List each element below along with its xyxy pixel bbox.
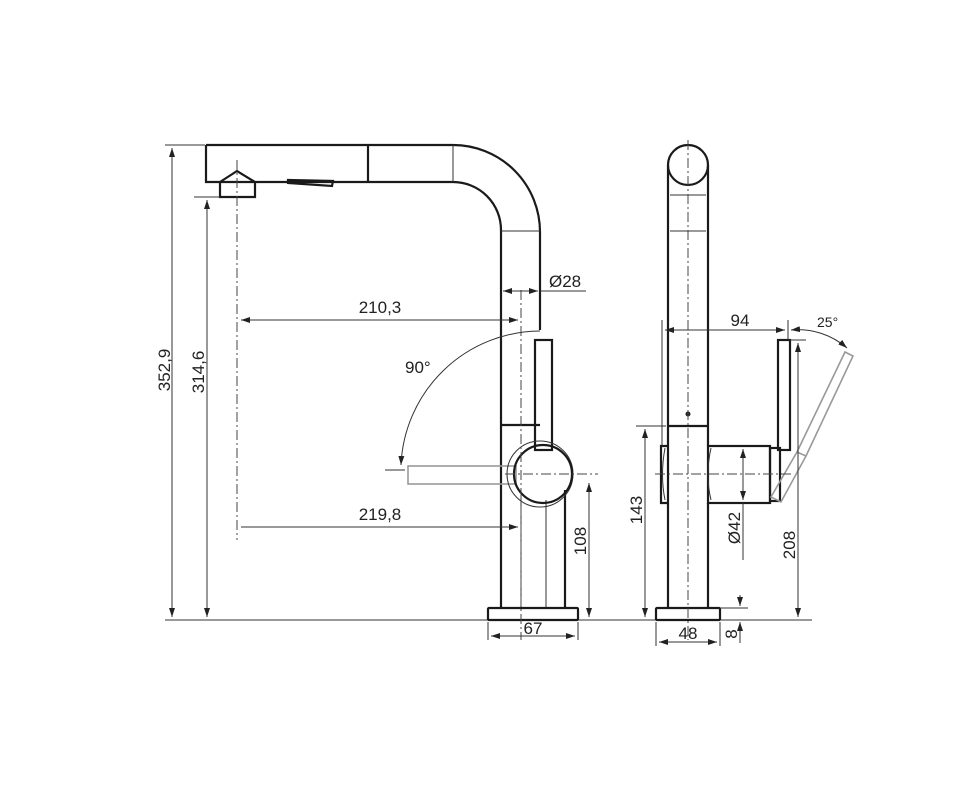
dim-lever-offset: 94 — [731, 311, 750, 330]
lever-rotated — [407, 465, 517, 485]
drawing-line — [707, 447, 712, 501]
lever-rotated-side-base — [769, 450, 808, 504]
dim-lever-angle-side: 25° — [817, 314, 838, 330]
dim-body-diameter: Ø42 — [725, 512, 744, 544]
dim-height-outlet: 314,6 — [189, 351, 208, 394]
drawing-line — [790, 326, 848, 349]
dim-reach-axis: 210,3 — [359, 298, 402, 317]
dim-base-height: 8 — [722, 629, 741, 638]
dim-body-height: 108 — [571, 527, 590, 555]
drawing-line — [398, 330, 541, 466]
dim-lever-angle: 90° — [405, 358, 431, 377]
pull-button-icon — [286, 178, 335, 188]
front-dimensions: 352,9 314,6 210,3 219,8 Ø28 90° 108 67 — [155, 144, 592, 640]
dim-reach-lever: 219,8 — [359, 505, 402, 524]
lever-handle-side — [776, 338, 792, 452]
dim-base-width: 67 — [524, 619, 543, 638]
side-dimensions: 94 25° 143 Ø42 208 8 48 — [627, 311, 848, 646]
lever-handle — [533, 338, 554, 452]
spout-outer — [206, 143, 542, 330]
dim-height-total: 352,9 — [155, 349, 174, 392]
base-plate — [486, 606, 580, 622]
dim-spout-diameter: Ø28 — [549, 272, 581, 291]
dim-base-width-side: 48 — [679, 624, 698, 643]
spout-inner — [204, 145, 503, 425]
dim-body-axis-height: 143 — [627, 496, 646, 524]
front-view — [204, 143, 598, 640]
spray-head-icon — [218, 169, 257, 199]
side-view — [654, 140, 855, 640]
dim-lever-height: 208 — [780, 531, 799, 559]
lever-rotated-side — [796, 350, 855, 457]
